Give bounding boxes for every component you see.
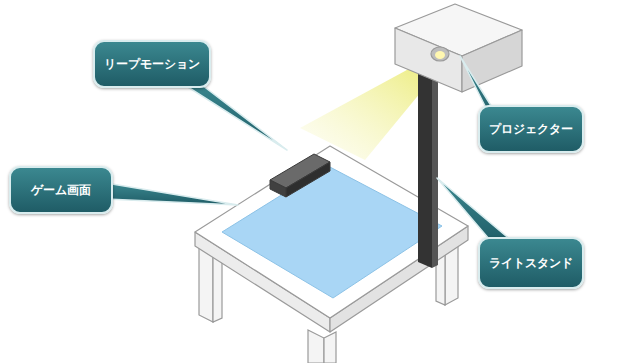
callout-box: ライトスタンド: [478, 237, 584, 289]
leap-motion: [270, 154, 330, 197]
callout-label: プロジェクター: [489, 121, 573, 138]
callout-label: リープモーション: [104, 56, 200, 73]
game-screen: [222, 166, 442, 298]
callout-label: ゲーム画面: [31, 182, 91, 199]
light-stand: [418, 67, 438, 268]
callout-box: リープモーション: [93, 40, 211, 88]
callout-box: プロジェクター: [478, 105, 584, 153]
callout-label: ライトスタンド: [489, 255, 573, 272]
projector: [395, 4, 522, 92]
callout-box: ゲーム画面: [9, 166, 113, 214]
